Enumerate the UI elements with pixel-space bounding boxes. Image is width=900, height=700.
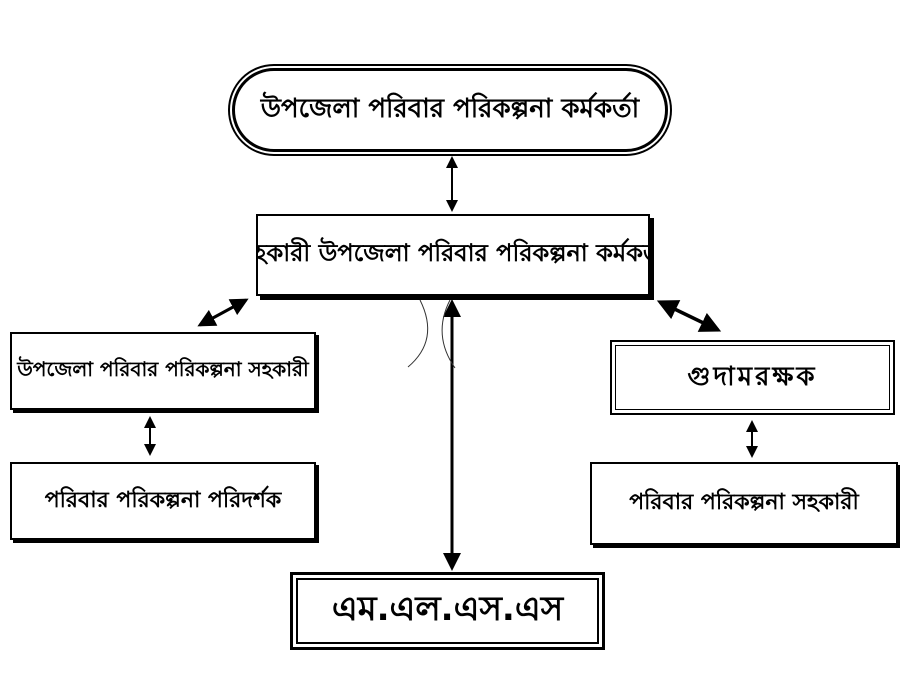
node-mlss: এম.এল.এস.এস xyxy=(290,572,605,650)
node-label: সহকারী উপজেলা পরিবার পরিকল্পনা কর্মকর্তা xyxy=(256,239,650,267)
node-upazila-assistant: উপজেলা পরিবার পরিকল্পনা সহকারী xyxy=(10,332,316,410)
node-assistant-officer: সহকারী উপজেলা পরিবার পরিকল্পনা কর্মকর্তা xyxy=(256,214,650,296)
node-label: এম.এল.এস.এস xyxy=(331,588,564,629)
node-label: পরিবার পরিকল্পনা সহকারী xyxy=(629,490,859,515)
node-fp-assistant: পরিবার পরিকল্পনা সহকারী xyxy=(590,462,898,545)
node-upazila-officer: উপজেলা পরিবার পরিকল্পনা কর্মকর্তা xyxy=(232,68,668,152)
node-storekeeper: গুদামরক্ষক xyxy=(610,340,895,415)
curve-right xyxy=(441,299,456,369)
node-label: উপজেলা পরিবার পরিকল্পনা কর্মকর্তা xyxy=(260,94,640,124)
node-label: উপজেলা পরিবার পরিকল্পনা সহকারী xyxy=(17,356,309,381)
curve-left xyxy=(407,299,429,368)
node-label: গুদামরক্ষক xyxy=(687,361,818,392)
node-inspector: পরিবার পরিকল্পনা পরিদর্শক xyxy=(10,462,316,540)
arrow-assistant-to-left xyxy=(197,298,249,327)
node-label: পরিবার পরিকল্পনা পরিদর্শক xyxy=(44,487,282,513)
arrow-assistant-to-right xyxy=(656,300,722,332)
